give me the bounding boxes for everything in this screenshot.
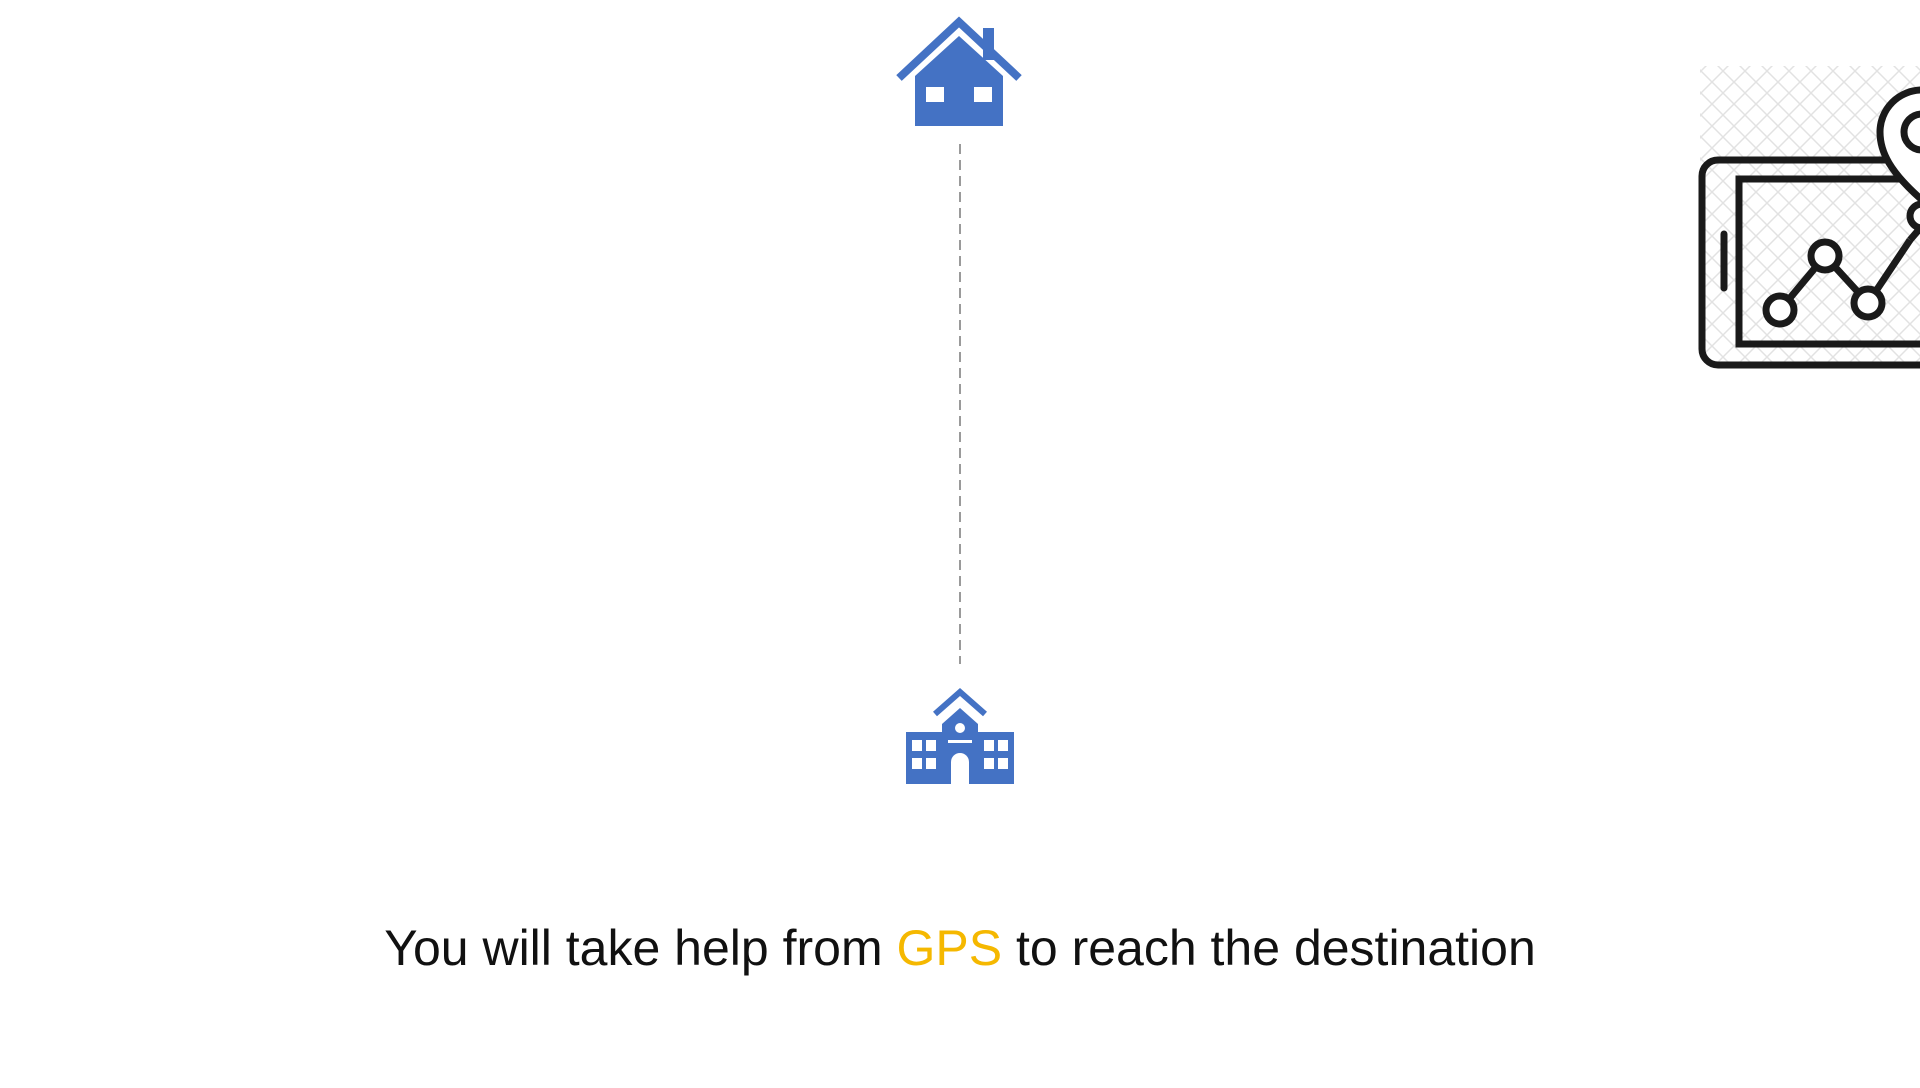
caption-gps-highlight: GPS (896, 920, 1003, 976)
gps-phone-map-icon (1698, 66, 1920, 369)
school-icon (906, 688, 1014, 784)
caption-text-start: You will take help from (384, 920, 897, 976)
route-dashed-line (959, 144, 961, 664)
home-icon (896, 16, 1022, 126)
caption: You will take help from GPS to reach the… (0, 918, 1920, 978)
caption-text-end: to reach the destination (1002, 920, 1536, 976)
